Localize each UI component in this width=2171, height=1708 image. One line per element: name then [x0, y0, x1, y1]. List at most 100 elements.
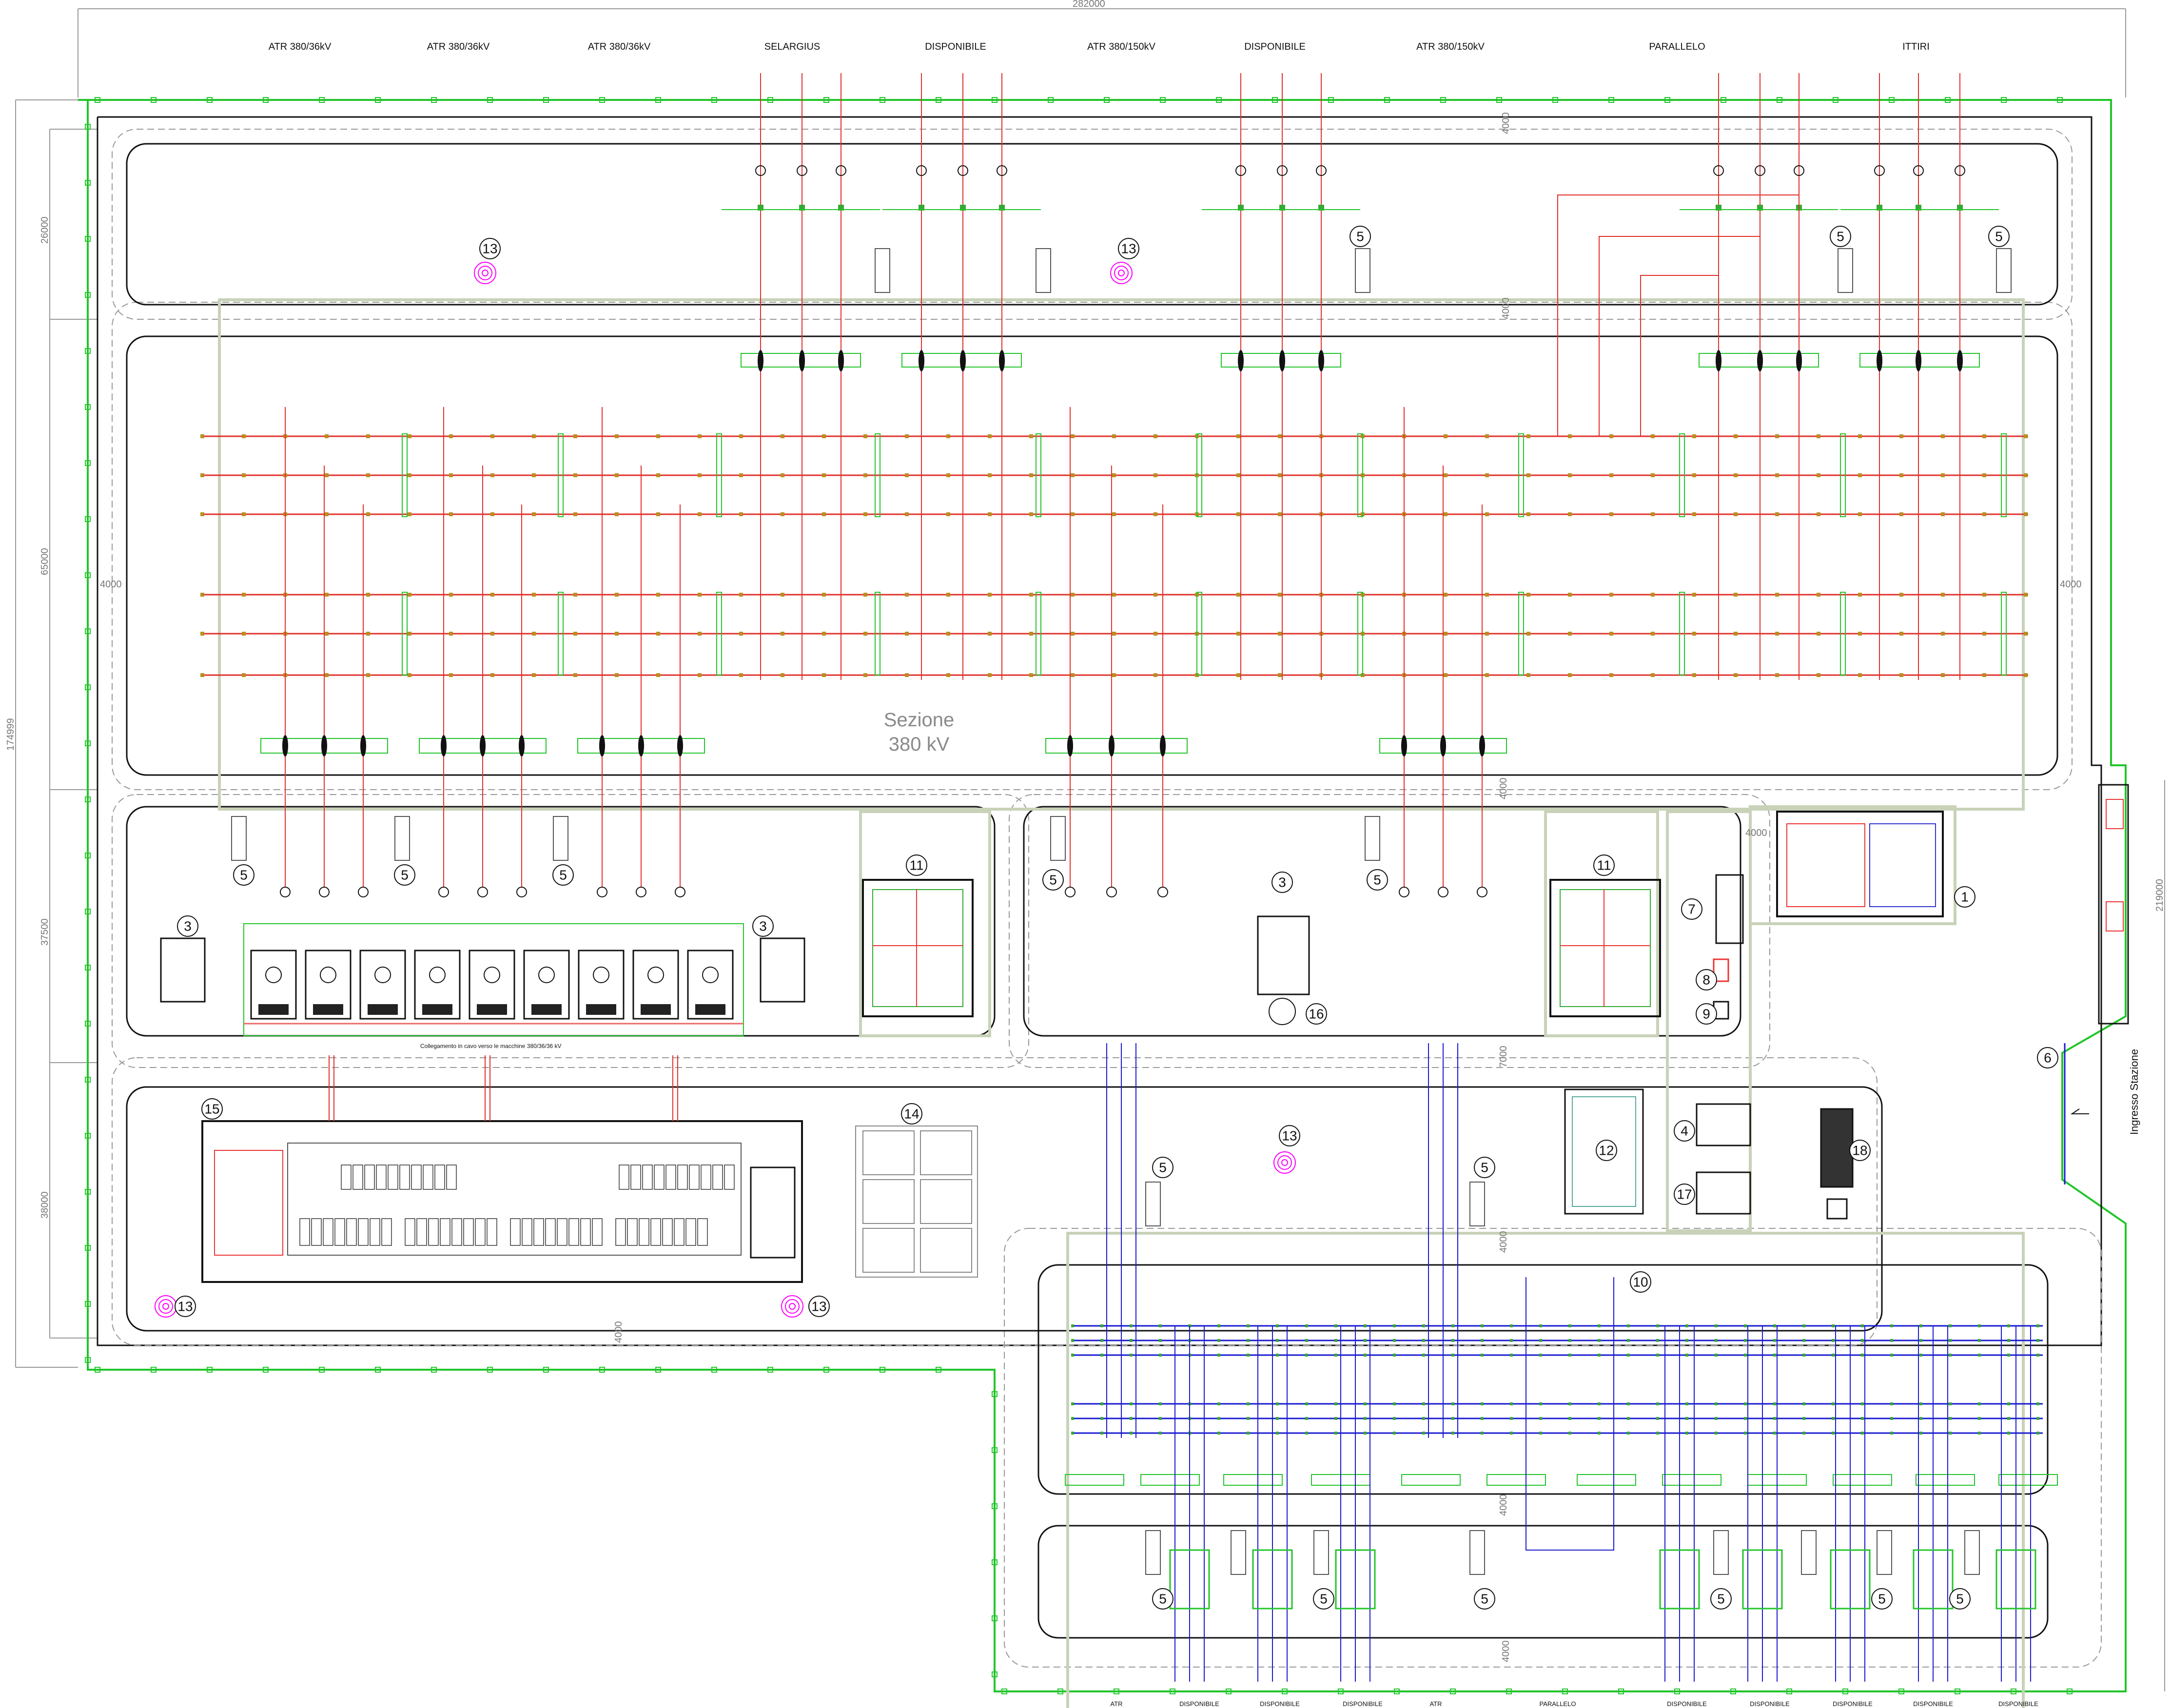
- callout-number: 5: [240, 868, 248, 883]
- busbar-node: [449, 434, 453, 438]
- busbar-node: [1278, 593, 1282, 597]
- switchgear-cell: [434, 1165, 445, 1190]
- bottom-bay-label: DISPONIBILE: [1667, 1700, 1707, 1708]
- mv-node: [1276, 1417, 1279, 1420]
- switchgear-cell: [724, 1165, 735, 1190]
- mv-node: [1305, 1324, 1308, 1327]
- mv-node: [1568, 1432, 1571, 1435]
- dim-total-width: 282000: [1073, 0, 1105, 9]
- mv-portal: [1223, 1474, 1283, 1486]
- fence-post: [880, 1367, 885, 1373]
- busbar-support: [1679, 433, 1685, 517]
- portal-box: [1469, 1530, 1485, 1575]
- mv-node: [1656, 1417, 1659, 1420]
- fence-post: [767, 1367, 773, 1373]
- switchgear-cell: [299, 1218, 310, 1246]
- dim-road-9: 4000: [1498, 1494, 1509, 1516]
- busbar-node: [2024, 593, 2028, 597]
- switchgear-cell: [346, 1218, 357, 1246]
- fence-post: [263, 97, 269, 103]
- mv-node: [1364, 1432, 1367, 1435]
- fence-post: [95, 1367, 100, 1373]
- busbar-node: [1526, 473, 1530, 477]
- insulator: [799, 350, 805, 371]
- busbar-node: [1444, 632, 1447, 636]
- mv-node: [1130, 1432, 1133, 1435]
- fence-post: [992, 1671, 997, 1677]
- mv-node: [1364, 1402, 1367, 1405]
- portal-box: [1145, 1530, 1161, 1575]
- mv-node: [1364, 1324, 1367, 1327]
- callout-circle: [1042, 869, 1064, 891]
- callout-circle: [752, 915, 774, 937]
- ct-symbol: [438, 887, 449, 897]
- busbar-node: [946, 512, 950, 516]
- top-bay-label: ATR 380/150kV: [1416, 41, 1485, 52]
- top-bay-label: ATR 380/150kV: [1087, 41, 1155, 52]
- earth-symbols: [155, 262, 1296, 1318]
- busbar-node: [449, 632, 453, 636]
- callout-circle: [808, 1296, 830, 1317]
- fence-post: [1506, 1689, 1512, 1694]
- ct-symbol: [280, 887, 291, 897]
- busbar-node: [615, 473, 619, 477]
- mv-node: [1100, 1432, 1103, 1435]
- switchgear-cell: [697, 1218, 708, 1246]
- switchgear-cell: [510, 1218, 521, 1246]
- mv-node: [1159, 1417, 1162, 1420]
- dim-road-6: 4000: [1745, 828, 1767, 838]
- dim-seg-top: 26000: [39, 216, 50, 244]
- busbar-node: [1112, 673, 1116, 677]
- fence-post: [543, 97, 549, 103]
- insulator: [360, 735, 366, 757]
- fence-post: [85, 684, 91, 690]
- switchgear-cell: [580, 1218, 591, 1246]
- callout-number: 5: [1159, 1160, 1167, 1175]
- insulator: [1318, 350, 1324, 371]
- earth-symbol: [781, 1295, 803, 1318]
- transformer: [469, 950, 515, 1020]
- fence-post: [992, 97, 997, 103]
- mv-node: [1890, 1402, 1893, 1405]
- mv-node: [1744, 1417, 1747, 1420]
- busbar-node: [1112, 434, 1116, 438]
- top-bay-label: DISPONIBILE: [1244, 41, 1306, 52]
- busbar-node: [905, 632, 909, 636]
- switchgear-cell: [557, 1218, 567, 1246]
- busbar-node: [1609, 434, 1613, 438]
- insulator: [1916, 350, 1921, 371]
- busbar-node: [1941, 473, 1945, 477]
- mv-node: [1598, 1324, 1601, 1327]
- mv-node: [1685, 1417, 1688, 1420]
- busbar-node: [573, 473, 577, 477]
- fence-post: [319, 97, 325, 103]
- mv-node: [2036, 1324, 2039, 1327]
- callout-circle: [1306, 1003, 1327, 1025]
- fence-post: [543, 1367, 549, 1373]
- busbar-node: [1817, 434, 1820, 438]
- mv-portal: [1486, 1474, 1546, 1486]
- busbar-node: [615, 512, 619, 516]
- bottom-bay-label: DISPONIBILE: [1833, 1700, 1873, 1708]
- switchgear-cell: [701, 1165, 711, 1190]
- building-14-outline: [855, 1126, 978, 1278]
- switchgear-cell: [545, 1218, 556, 1246]
- fence-post: [151, 97, 156, 103]
- mv-node: [1481, 1339, 1484, 1342]
- switchgear-cell: [364, 1165, 375, 1190]
- busbar-node: [532, 632, 536, 636]
- mv-node: [1130, 1354, 1133, 1357]
- building-14-cell: [862, 1228, 915, 1273]
- mv-node: [1539, 1417, 1542, 1420]
- fence-post: [85, 292, 91, 298]
- transformer: [250, 950, 297, 1020]
- callout-circle: [1271, 872, 1293, 893]
- switchgear-cell: [677, 1165, 688, 1190]
- ct-symbol: [1235, 165, 1246, 176]
- fence-post: [95, 97, 100, 103]
- portal-box: [394, 816, 410, 861]
- busbar-node: [1775, 673, 1779, 677]
- ct-symbol: [516, 887, 527, 897]
- mv-node: [1656, 1324, 1659, 1327]
- busbar-node: [1029, 512, 1033, 516]
